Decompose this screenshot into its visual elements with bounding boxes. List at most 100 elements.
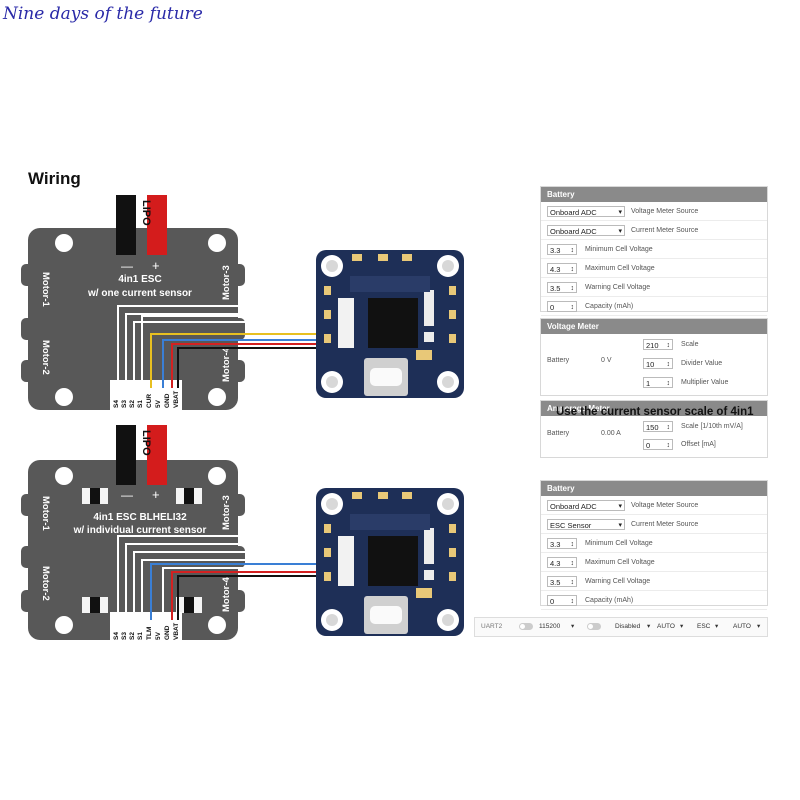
row-label: Current Meter Source (631, 226, 699, 234)
chevron-down-icon: ▾ (680, 623, 684, 630)
row-label: Scale (681, 341, 699, 348)
esc-2-name: 4in1 ESC BLHELI32 (93, 512, 187, 523)
minus-label: — (121, 488, 133, 502)
config-row: 3.5Warning Cell Voltage (541, 572, 767, 591)
mount-hole (208, 388, 226, 406)
row-label: Offset [mA] (681, 440, 716, 448)
panel-header: Battery (541, 187, 767, 202)
config-row: 0 Offset [mA] (643, 435, 743, 453)
current-source-select[interactable]: ESC Sensor (547, 518, 625, 531)
divider-input[interactable]: 10 (643, 358, 673, 370)
row-label: Voltage Meter Source (631, 207, 699, 215)
current-source-select[interactable]: Onboard ADC (547, 224, 625, 237)
config-row: 3.3 Minimum Cell Voltage (541, 534, 767, 553)
flight-controller-1 (316, 250, 464, 398)
row-label: Capacity (mAh) (585, 596, 634, 604)
motor-1-label: Motor-1 (40, 496, 51, 532)
warning-cell-input[interactable]: 3.5 (547, 575, 577, 588)
telemetry-wire (150, 563, 316, 620)
baud-select[interactable]: 115200 (539, 623, 561, 630)
motor-3-label: Motor-3 (221, 495, 232, 530)
multiplier-input[interactable]: 1 (643, 377, 673, 389)
mount-hole (208, 234, 226, 252)
watermark-text: Nine days of the future (3, 4, 203, 24)
pin-label: S3 (121, 400, 128, 408)
esc-2-board (28, 460, 238, 640)
minus-label: — (121, 259, 133, 273)
row-label: Warning Cell Voltage (585, 283, 651, 291)
sensor-select[interactable]: ESC (697, 623, 711, 630)
plus-label: + (152, 258, 160, 273)
sensor-baud-select[interactable]: AUTO (733, 623, 751, 630)
pin-label: VBAT (173, 391, 180, 408)
max-cell-input[interactable]: 4.3 (547, 262, 577, 275)
esc-2-desc: w/ individual current sensor (73, 525, 207, 536)
lipo-positive-wire (147, 195, 167, 255)
pin-label: S4 (113, 632, 120, 640)
vbat-wire (171, 571, 316, 620)
panel-header: Amperage Meter (541, 401, 767, 416)
battery-panel-1: Battery Onboard ADCVoltage Meter Source … (540, 186, 768, 316)
esc-1-wires (117, 305, 316, 388)
telemetry-select[interactable]: Disabled (615, 623, 641, 630)
pin-header (110, 612, 182, 642)
pin-label: TLM (146, 627, 153, 640)
lipo-positive-wire (147, 425, 167, 485)
current-wire (150, 333, 316, 388)
motor-4-label: Motor-4 (221, 346, 232, 382)
row-label: Maximum Cell Voltage (585, 558, 655, 566)
config-row: Onboard ADC Voltage Meter Source (541, 202, 767, 221)
max-cell-input[interactable]: 4.3 (547, 556, 577, 569)
motor-2-label: Motor-2 (40, 566, 51, 601)
config-row: Onboard ADC Current Meter Source (541, 221, 767, 240)
voltage-source-select[interactable]: Onboard ADC (547, 499, 625, 512)
gnd-wire (177, 575, 316, 620)
warning-cell-input[interactable]: 3.5 (547, 281, 577, 294)
row-label: Scale [1/10th mV/A] (681, 422, 743, 430)
pin-label: GND (164, 625, 171, 640)
msp-toggle[interactable] (519, 623, 533, 630)
pin-label: S2 (129, 400, 136, 408)
mount-hole (208, 467, 226, 485)
pin-label: S1 (137, 632, 144, 640)
gnd-wire (177, 347, 316, 388)
5v-wire (162, 567, 316, 620)
row-label: Maximum Cell Voltage (585, 264, 655, 272)
lipo-label: LIPO (140, 430, 152, 456)
pin-label: S2 (129, 632, 136, 640)
pin-label: CUR (146, 394, 153, 408)
config-row: 0Capacity (mAh) (541, 297, 767, 316)
capacity-input[interactable]: 0 (547, 300, 577, 313)
config-row: ESC Sensor Current Meter Source (541, 515, 767, 534)
voltage-source-select[interactable]: Onboard ADC (547, 205, 625, 218)
battery-label: Battery (547, 430, 570, 437)
mount-hole (208, 616, 226, 634)
row-label: Divider Value (681, 360, 723, 367)
mount-hole (55, 234, 73, 252)
chevron-down-icon: ▾ (715, 623, 719, 630)
plus-label: + (152, 487, 160, 502)
esc-1: LIPO — + 4in1 ESC w/ one current sensor … (21, 195, 245, 410)
panel-header: Voltage Meter (541, 319, 767, 334)
voltage-scale-input[interactable]: 210 (643, 339, 673, 351)
config-row: 10 Divider Value (643, 354, 728, 373)
offset-input[interactable]: 0 (643, 438, 673, 451)
motor-2-label: Motor-2 (40, 340, 51, 375)
min-cell-input[interactable]: 3.3 (547, 243, 577, 256)
esc-1-name: 4in1 ESC (118, 274, 161, 285)
serial-rx-toggle[interactable] (587, 623, 601, 630)
motor-1-label: Motor-1 (40, 272, 51, 308)
mount-hole (55, 467, 73, 485)
config-row: 0 Capacity (mAh) (541, 591, 767, 610)
min-cell-input[interactable]: 3.3 (547, 537, 577, 550)
row-label: Minimum Cell Voltage (585, 539, 653, 547)
chevron-down-icon: ▾ (571, 623, 575, 630)
row-label: Current Meter Source (631, 520, 699, 528)
capacity-input[interactable]: 0 (547, 594, 577, 607)
chevron-down-icon: ▾ (757, 623, 761, 630)
esc-2-wires (117, 535, 316, 620)
telemetry-baud-select[interactable]: AUTO (657, 623, 675, 630)
amperage-scale-input[interactable]: 150 (643, 420, 673, 433)
battery-panel-2: Battery Onboard ADCVoltage Meter Source … (540, 480, 768, 610)
